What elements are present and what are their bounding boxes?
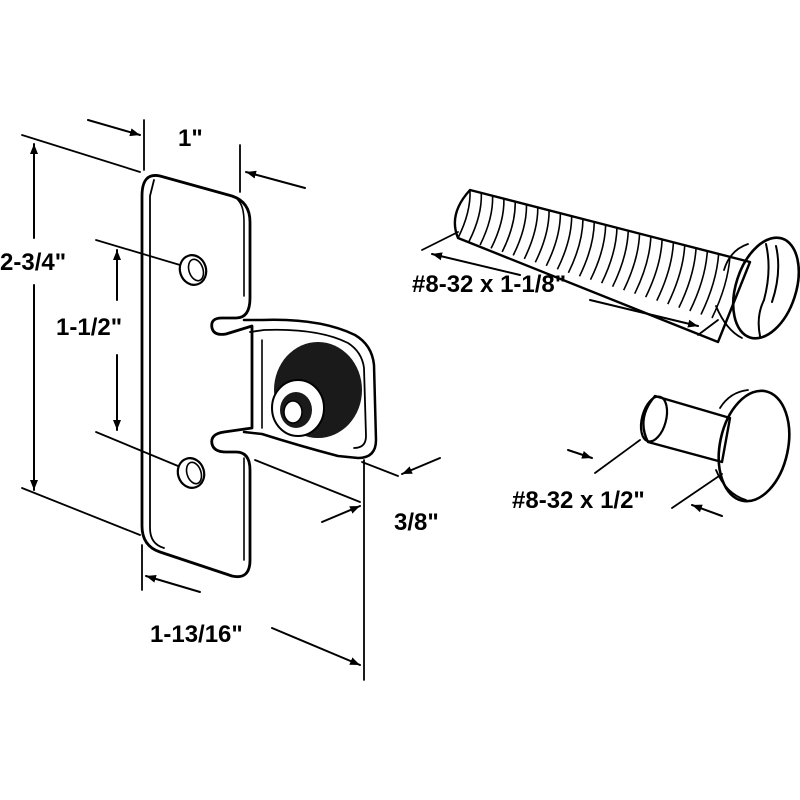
thread-ridge bbox=[589, 224, 607, 281]
thread-ridge bbox=[667, 244, 686, 305]
hole-spacing-label: 1-1/2" bbox=[56, 314, 122, 341]
plate-body bbox=[140, 174, 254, 579]
short-screw-label: #8-32 x 1/2" bbox=[512, 487, 645, 514]
thread-ridge bbox=[457, 189, 471, 239]
thread-ridge bbox=[567, 218, 584, 274]
thread-ridge bbox=[556, 215, 573, 270]
long-screw-dimension bbox=[421, 231, 719, 336]
thread-ridge bbox=[600, 227, 618, 284]
thread-ridge bbox=[490, 198, 505, 249]
thread-ridge bbox=[644, 238, 663, 298]
roller-bracket bbox=[242, 318, 378, 460]
thread-ridge bbox=[678, 247, 697, 308]
screw-threads bbox=[457, 189, 731, 319]
lower-screw-hole bbox=[176, 457, 206, 489]
plate-height-label: 2-3/4" bbox=[0, 249, 66, 276]
roller bbox=[271, 342, 362, 438]
thread-ridge bbox=[689, 250, 709, 312]
roller-offset-label: 3/8" bbox=[394, 509, 439, 536]
thread-ridge bbox=[501, 201, 517, 253]
long-screw-head bbox=[731, 236, 800, 340]
thread-ridge bbox=[523, 207, 539, 260]
thread-ridge bbox=[512, 204, 528, 256]
dimension-lines bbox=[21, 119, 441, 681]
thread-ridge bbox=[700, 253, 720, 315]
thread-ridge bbox=[711, 255, 731, 319]
long-screw bbox=[453, 188, 800, 344]
thread-ridge bbox=[656, 241, 675, 301]
thread-ridge bbox=[611, 230, 630, 288]
thread-ridge bbox=[633, 235, 652, 295]
strike-plate bbox=[140, 174, 378, 579]
upper-screw-hole bbox=[178, 254, 208, 286]
short-screw-dimension bbox=[567, 439, 723, 517]
overall-depth-label: 1-13/16" bbox=[150, 621, 243, 648]
long-screw-label: #8-32 x 1-1/8" bbox=[412, 271, 566, 298]
short-screw-head bbox=[717, 389, 791, 503]
short-screw bbox=[639, 389, 791, 503]
thread-ridge bbox=[622, 232, 641, 291]
thread-ridge bbox=[545, 212, 562, 267]
thread-ridge bbox=[534, 210, 550, 263]
plate-width-label: 1" bbox=[178, 125, 203, 152]
thread-ridge bbox=[468, 192, 483, 242]
thread-ridge bbox=[479, 195, 494, 246]
thread-ridge bbox=[578, 221, 596, 277]
